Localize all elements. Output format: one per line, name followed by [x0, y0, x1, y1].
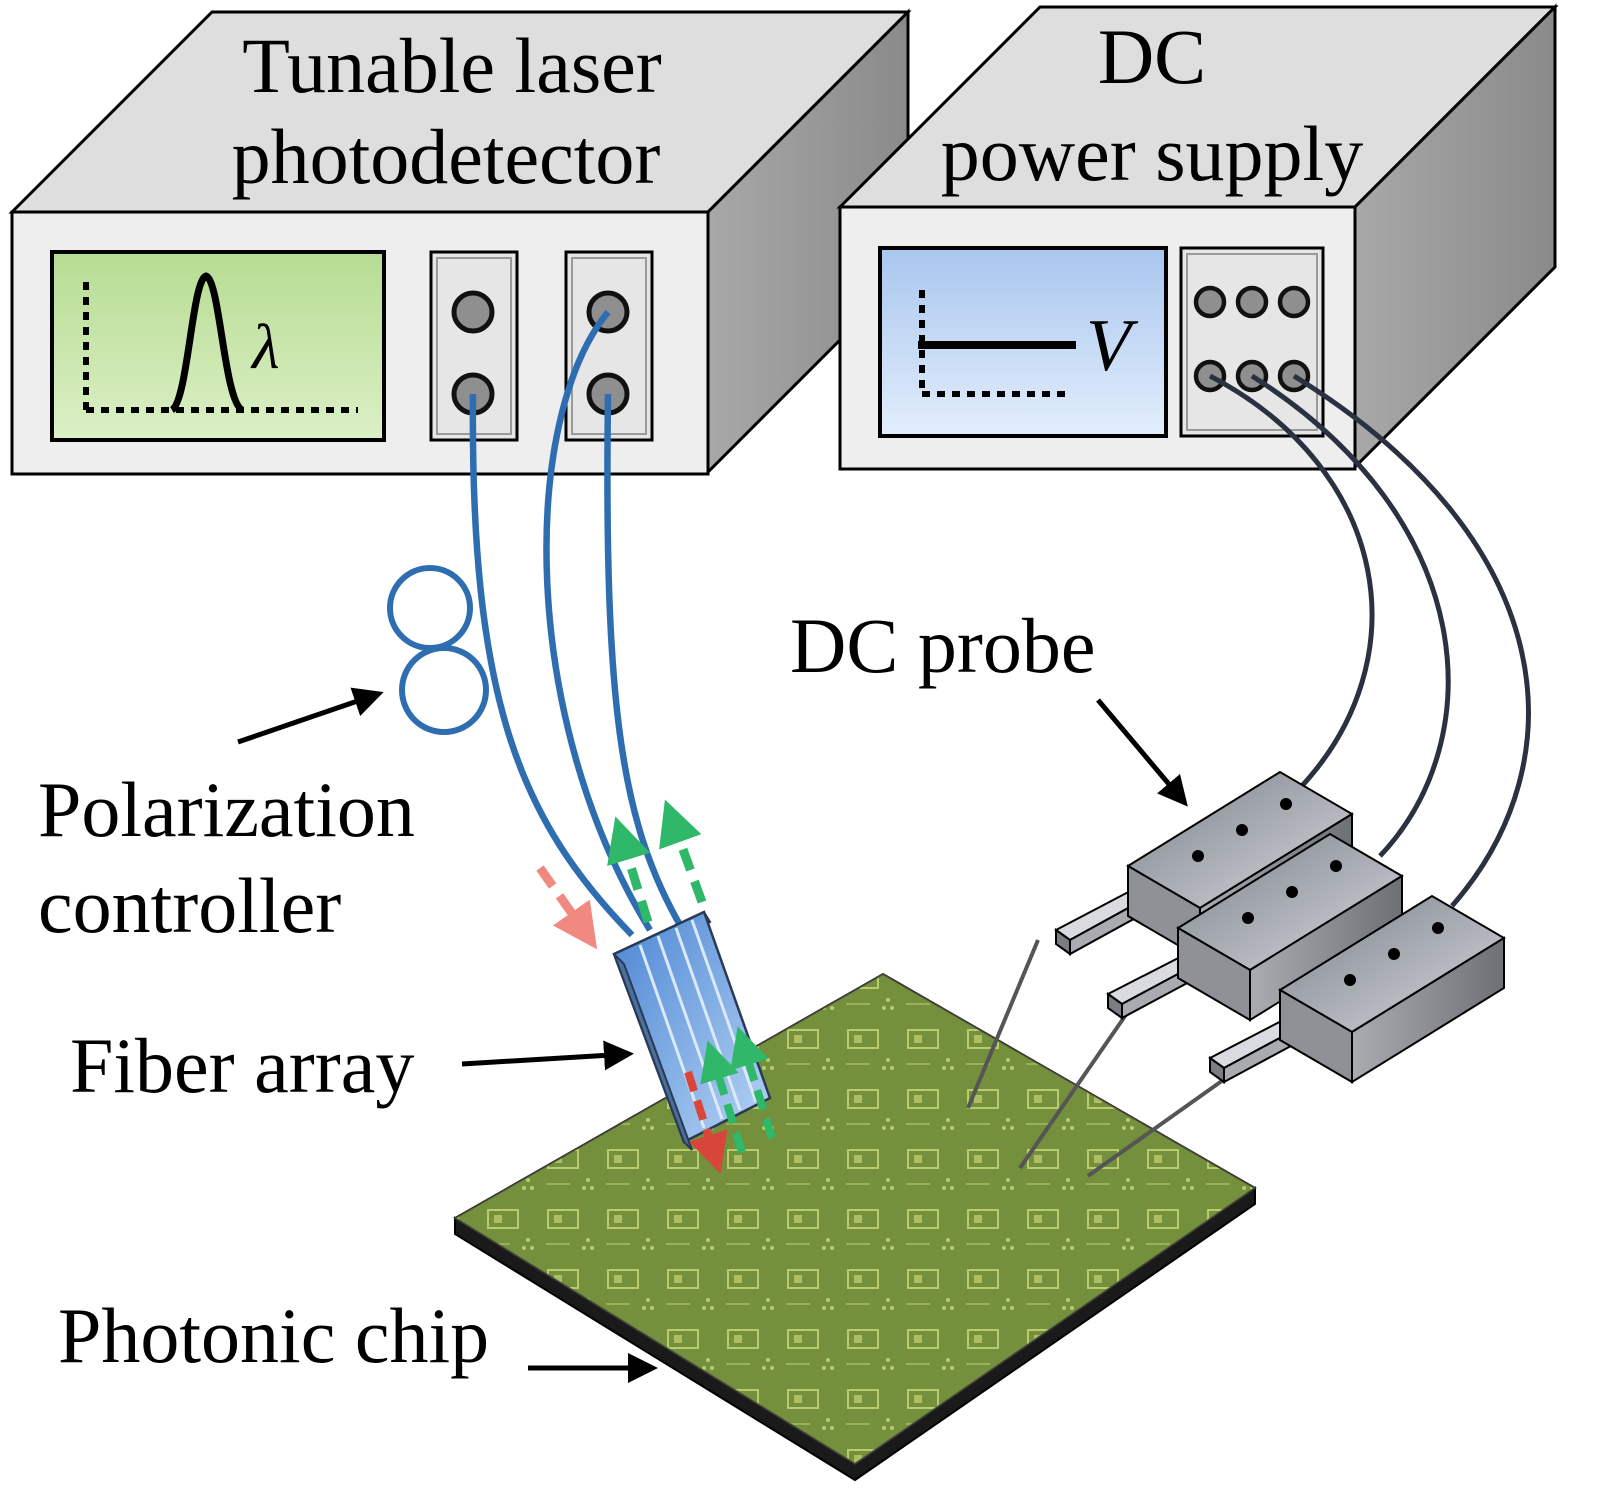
fiber-output-1 [543, 309, 653, 932]
coupled-output-arrow [700, 1040, 746, 1154]
dc-probe-callout-arrow [1096, 698, 1188, 807]
output-signal-arrow [659, 799, 707, 904]
polarization-controller [387, 565, 489, 735]
probe-cable-2 [1250, 373, 1451, 858]
dc-port[interactable] [1235, 285, 1269, 319]
fiber-array [612, 910, 772, 1151]
probe-cable-1 [1208, 373, 1375, 790]
probe-screw [1242, 912, 1254, 924]
laser-port[interactable] [451, 290, 495, 334]
photonic-chip-label: Photonic chip [58, 1292, 489, 1379]
optical-fibers [469, 309, 683, 938]
probe-needle [1086, 1076, 1228, 1178]
probe-screw [1280, 798, 1292, 810]
spectrum-axes [83, 282, 358, 413]
probe-needle [1018, 1004, 1134, 1170]
callout-arrows [237, 687, 1188, 1383]
laser-port-panel-2 [564, 250, 654, 442]
probe-screw [1236, 824, 1248, 836]
dc-port-panel [1179, 246, 1325, 438]
dc-probe-label: DC probe [790, 602, 1095, 689]
output-signal-arrow [607, 816, 653, 924]
laser-title-line2: photodetector [232, 113, 661, 200]
probe-cable-3 [1292, 373, 1531, 908]
signal-arrows-top [536, 799, 707, 950]
dc-probe-cables [1208, 373, 1531, 908]
coupled-input-arrow [684, 1070, 728, 1174]
coupled-output-arrow [730, 1026, 776, 1140]
fiber-array-body [612, 910, 772, 1144]
laser-instrument: λ Tunable laser photodetector [8, 8, 912, 476]
photonic-chip [453, 972, 1257, 1482]
fiber-array-callout-arrow [461, 1040, 634, 1071]
polarization-callout-arrow [237, 687, 384, 745]
laser-title-line1: Tunable laser [242, 22, 662, 109]
probe-screw [1286, 886, 1298, 898]
fiber-output-2 [604, 393, 683, 927]
polarization-label-line2: controller [38, 862, 341, 949]
polarization-loop-1 [387, 565, 473, 651]
probe-needle [966, 939, 1040, 1109]
probe-screw [1344, 974, 1356, 986]
dc-power-supply: V DC power supply [836, 3, 1559, 471]
dc-port[interactable] [1277, 285, 1311, 319]
voltage-symbol: V [1086, 305, 1139, 387]
spectrum-peak-curve [169, 272, 245, 414]
wavelength-symbol: λ [250, 311, 280, 382]
fiber-input [469, 393, 635, 938]
dc-title-line2: power supply [941, 110, 1363, 197]
probe-screw [1388, 948, 1400, 960]
input-signal-arrow [536, 865, 598, 950]
signal-arrows-chip [684, 1026, 776, 1174]
dc-probe-3 [1086, 894, 1506, 1178]
dc-title-line1: DC [1098, 13, 1206, 100]
probe-screw [1330, 860, 1342, 872]
probe-head-side [1351, 936, 1505, 1084]
chip-sheen [455, 974, 1255, 1464]
polarization-loop-2 [399, 645, 489, 735]
fiber-array-label: Fiber array [70, 1022, 414, 1109]
polarization-label-line1: Polarization [38, 766, 415, 853]
probe-screw [1192, 850, 1204, 862]
probe-screw [1432, 922, 1444, 934]
dc-port[interactable] [1193, 285, 1227, 319]
